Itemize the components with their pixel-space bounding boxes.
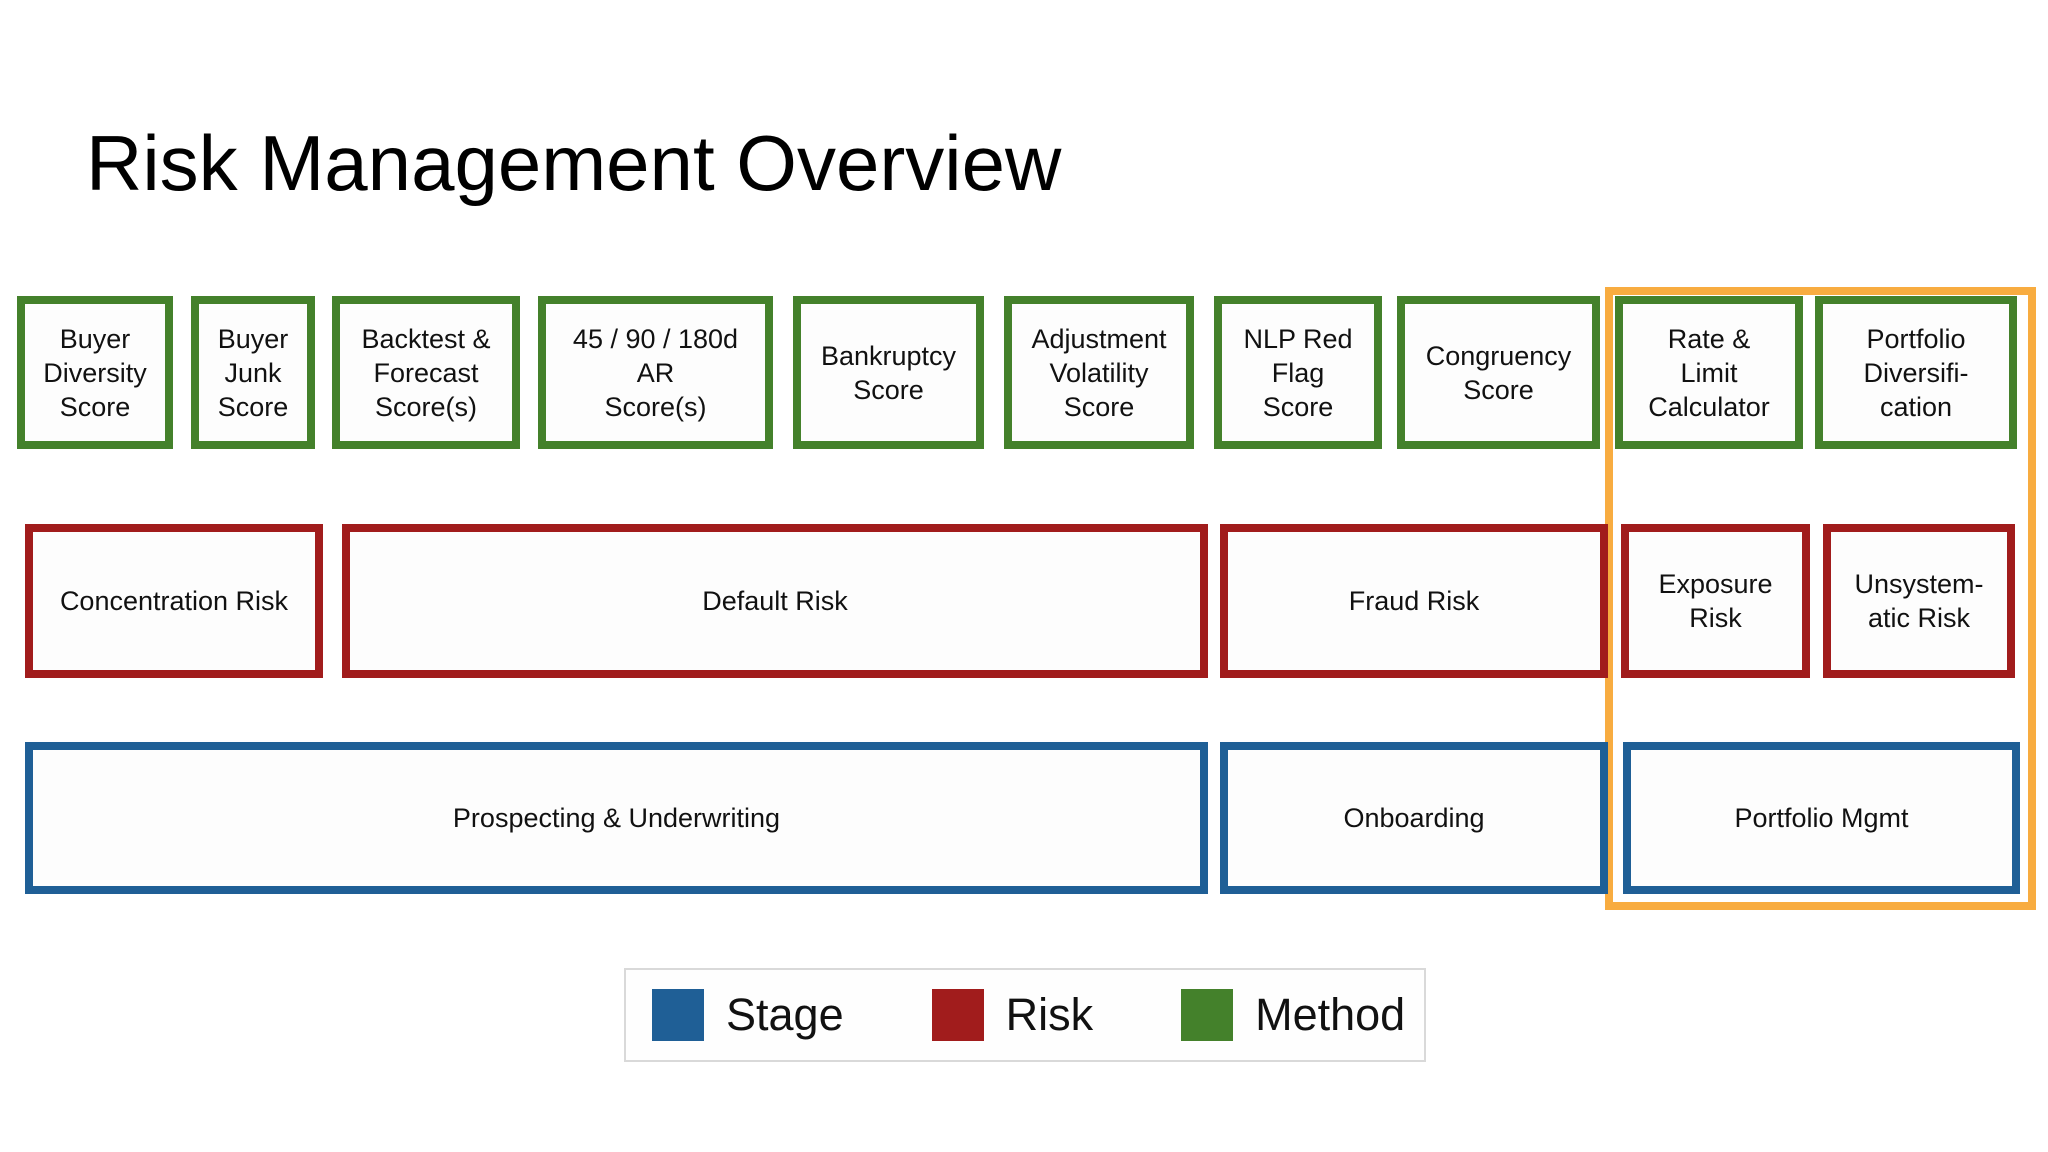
method-box-ar-scores: 45 / 90 / 180d AR Score(s) [538,296,773,449]
box-label: Rate & Limit Calculator [1648,323,1770,422]
page-title: Risk Management Overview [86,119,1062,207]
box-label: Fraud Risk [1348,586,1480,616]
box-label: Congruency Score [1425,340,1572,405]
method-box-portfolio-diversification: Portfolio Diversifi- cation [1815,296,2017,449]
method-box-buyer-junk: Buyer Junk Score [191,296,315,449]
box-label: Adjustment Volatility Score [1031,323,1167,422]
box-label: Bankruptcy Score [820,340,957,405]
box-label: Portfolio Mgmt [1734,803,1909,833]
legend-label-risk: Risk [1005,989,1094,1040]
legend: Stage Risk Method [624,968,1426,1062]
legend-item-method: Method [1181,989,1405,1041]
method-color-swatch [1181,989,1234,1041]
box-label: Concentration Risk [59,586,289,616]
method-box-nlp-red-flag: NLP Red Flag Score [1214,296,1382,449]
box-label: 45 / 90 / 180d AR Score(s) [572,323,739,422]
portfolio-mgmt-highlight-frame [1605,287,2036,910]
box-label: Exposure Risk [1658,569,1773,633]
box-label: NLP Red Flag Score [1243,323,1353,422]
box-label: Unsystem- atic Risk [1854,569,1984,633]
legend-item-stage: Stage [652,989,844,1041]
risk-box-fraud: Fraud Risk [1220,524,1608,678]
method-box-adjustment-volatility: Adjustment Volatility Score [1004,296,1194,449]
legend-label-stage: Stage [726,989,844,1040]
box-label: Buyer Junk Score [217,323,289,422]
method-box-rate-limit-calculator: Rate & Limit Calculator [1615,296,1803,449]
stage-box-prospecting-underwriting: Prospecting & Underwriting [25,742,1208,894]
risk-box-default: Default Risk [342,524,1208,678]
risk-box-unsystematic: Unsystem- atic Risk [1823,524,2015,678]
risk-box-concentration: Concentration Risk [25,524,323,678]
stage-color-swatch [652,989,704,1041]
legend-item-risk: Risk [931,989,1094,1041]
box-label: Backtest & Forecast Score(s) [361,323,491,422]
stage-box-portfolio-mgmt: Portfolio Mgmt [1623,742,2020,894]
legend-label-method: Method [1255,989,1406,1040]
box-label: Onboarding [1343,803,1485,833]
stage-box-onboarding: Onboarding [1220,742,1608,894]
box-label: Default Risk [702,586,848,616]
box-label: Portfolio Diversifi- cation [1863,323,1969,422]
risk-box-exposure: Exposure Risk [1621,524,1810,678]
method-box-backtest-forecast: Backtest & Forecast Score(s) [332,296,520,449]
box-label: Prospecting & Underwriting [452,803,781,833]
method-box-bankruptcy: Bankruptcy Score [793,296,984,449]
method-box-buyer-diversity: Buyer Diversity Score [17,296,173,449]
risk-color-swatch [931,989,984,1041]
method-box-congruency: Congruency Score [1397,296,1600,449]
box-label: Buyer Diversity Score [43,323,147,422]
